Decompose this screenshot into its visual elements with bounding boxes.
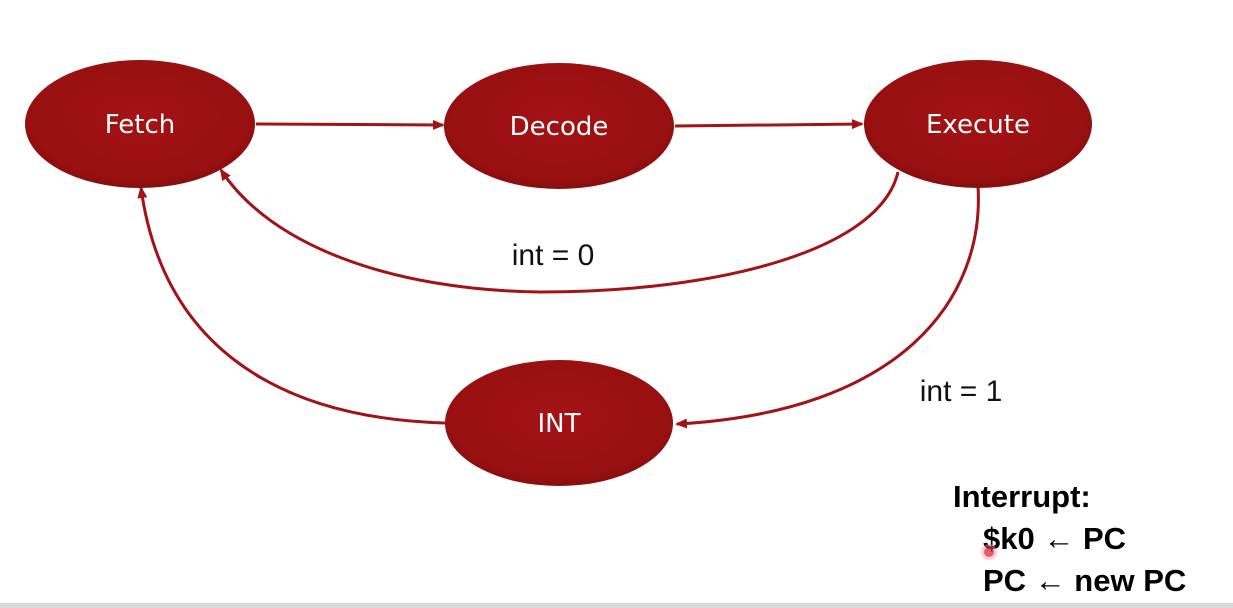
state-execute-label: Execute bbox=[926, 110, 1030, 140]
mouse-cursor-indicator bbox=[984, 547, 994, 557]
edge-execute-to-int bbox=[675, 185, 980, 429]
edge-label-int-0: int = 0 bbox=[512, 239, 595, 272]
edge-label-int-1: int = 1 bbox=[920, 375, 1003, 408]
edge-execute-to-fetch bbox=[219, 168, 900, 294]
interrupt-note: Interrupt: $k0 ← PC PC ← new PC bbox=[953, 476, 1186, 602]
interrupt-heading: Interrupt: bbox=[953, 479, 1091, 514]
state-fetch-label: Fetch bbox=[105, 110, 176, 140]
interrupt-line-k0: $k0 ← PC bbox=[983, 521, 1127, 556]
edge-fetch-to-decode bbox=[255, 119, 445, 130]
state-decode-label: Decode bbox=[510, 112, 609, 142]
bottom-edge-bar bbox=[0, 603, 1233, 608]
state-decode: Decode bbox=[444, 63, 674, 189]
edge-decode-to-execute bbox=[674, 119, 864, 130]
state-execute: Execute bbox=[864, 60, 1092, 188]
interrupt-line-pc: PC ← new PC bbox=[983, 563, 1187, 598]
state-int-label: INT bbox=[538, 409, 581, 439]
state-fetch: Fetch bbox=[25, 60, 255, 188]
state-int: INT bbox=[445, 360, 673, 486]
edge-int-to-fetch bbox=[137, 186, 446, 425]
